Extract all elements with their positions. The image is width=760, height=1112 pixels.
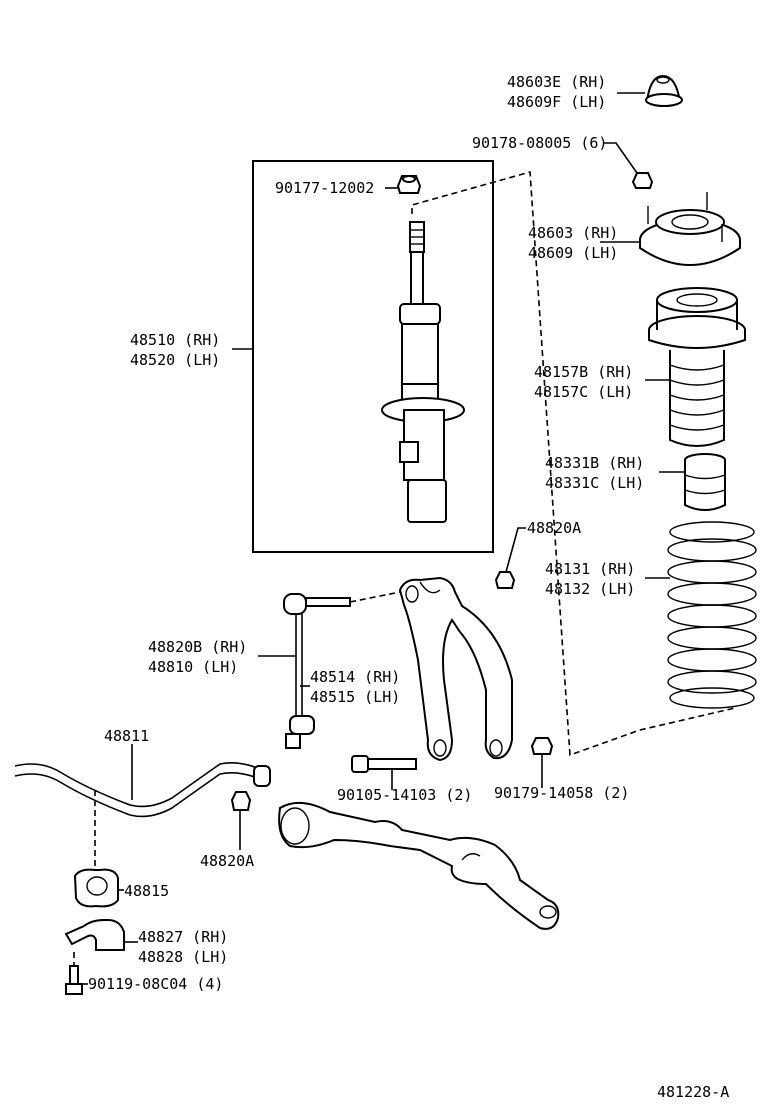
stabilizer-link-label-rh: 48820B (RH): [148, 638, 247, 656]
stabilizer-bar-drawing: [14, 762, 271, 818]
dust-boot-drawing: [648, 287, 746, 447]
coil-spring-drawing: [667, 521, 757, 709]
bushing-drawing: [73, 868, 119, 908]
link-top-nut-leader: [505, 527, 526, 573]
mount-nut-drawing: [631, 172, 654, 189]
shock-label-rh: 48510 (RH): [130, 331, 220, 349]
bump-stop-label-rh: 48331B (RH): [545, 454, 644, 472]
mount-nut-leader: [604, 142, 638, 174]
bracket-bolt-label: 90119-08C04 (4): [88, 975, 223, 993]
mount-cap-label-lh: 48609F (LH): [507, 93, 606, 111]
link-bottom-nut-label: 48820A: [200, 852, 254, 870]
lower-arm-drawing: [278, 801, 560, 930]
shock-label-lh: 48520 (LH): [130, 351, 220, 369]
stabilizer-link-label-lh: 48810 (LH): [148, 658, 238, 676]
bracket-bolt-drawing: [65, 965, 83, 995]
shock-absorber-drawing: [381, 221, 465, 523]
bump-stop-label-lh: 48331C (LH): [545, 474, 644, 492]
dust-boot-label-lh: 48157C (LH): [534, 383, 633, 401]
mount-nut-label: 90178-08005 (6): [472, 134, 607, 152]
stabilizer-link-drawing: [283, 591, 401, 749]
bracket-drawing: [64, 919, 125, 951]
fork-bolt-label: 90105-14103 (2): [337, 786, 472, 804]
assembly-dashed-line: [411, 170, 736, 757]
coil-spring-label-rh: 48131 (RH): [545, 560, 635, 578]
dust-boot-label-rh: 48157B (RH): [534, 363, 633, 381]
strut-mount-label-rh: 48603 (RH): [528, 224, 618, 242]
strut-nut-drawing: [396, 175, 422, 194]
strut-mount-label-lh: 48609 (LH): [528, 244, 618, 262]
strut-mount-drawing: [639, 192, 741, 266]
mount-cap-drawing: [645, 74, 683, 107]
bushing-label: 48815: [124, 882, 169, 900]
link-top-nut-drawing: [494, 571, 516, 589]
bracket-label-rh: 48827 (RH): [138, 928, 228, 946]
bracket-label-lh: 48828 (LH): [138, 948, 228, 966]
fork-nut-label: 90179-14058 (2): [494, 784, 629, 802]
bump-stop-drawing: [684, 453, 726, 511]
mount-cap-label-rh: 48603E (RH): [507, 73, 606, 91]
fork-nut-drawing: [530, 737, 554, 755]
shock-absorber-group-box: [252, 160, 494, 553]
knuckle-fork-label-lh: 48515 (LH): [310, 688, 400, 706]
fork-bolt-drawing: [351, 755, 417, 773]
link-top-nut-label: 48820A: [527, 519, 581, 537]
coil-spring-label-lh: 48132 (LH): [545, 580, 635, 598]
knuckle-fork-label-rh: 48514 (RH): [310, 668, 400, 686]
knuckle-fork-drawing: [398, 576, 513, 762]
strut-nut-label: 90177-12002: [275, 179, 374, 197]
stabilizer-bar-label: 48811: [104, 727, 149, 745]
diagram-id: 481228-A: [657, 1083, 729, 1101]
link-bottom-nut-drawing: [230, 791, 252, 811]
